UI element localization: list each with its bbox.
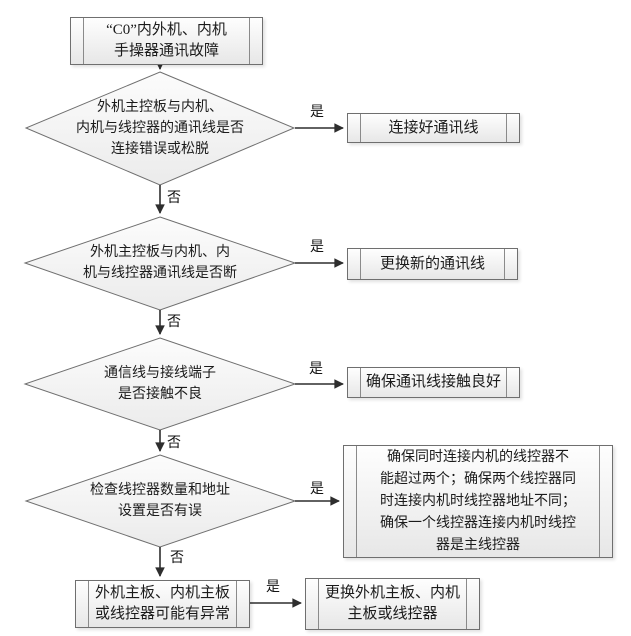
start-node: “C0”内外机、内机 手操器通讯故障: [70, 17, 263, 65]
yes-label-4: 是: [310, 482, 324, 497]
action-fix-address-inner: 确保同时连接内机的线控器不 能超过两个；确保两个线控器同 时连接内机时线控器地址…: [356, 446, 600, 557]
decision-3-text: 通信线与接线端子 是否接触不良: [104, 366, 216, 402]
action-ensure-contact: 确保通讯线接触良好: [347, 367, 520, 398]
decision-2-text: 外机主控板与内机、内 机与线控器通讯线是否断: [83, 245, 237, 281]
action-connect-wire-inner: 连接好通讯线: [360, 114, 507, 142]
action-ensure-contact-text: 确保通讯线接触良好: [365, 374, 501, 390]
action-replace-wire-text: 更换新的通讯线: [379, 255, 485, 272]
node-board-abnormal-inner: 外机主板、内机主板 或线控器可能有异常: [88, 581, 237, 627]
yes-label-2: 是: [310, 240, 324, 255]
yes-label-3: 是: [309, 362, 323, 377]
action-replace-board: 更换外机主板、内机 主板或线控器: [305, 578, 480, 630]
action-ensure-contact-inner: 确保通讯线接触良好: [360, 368, 507, 397]
yes-label-5: 是: [266, 580, 280, 595]
yes-label-1: 是: [310, 105, 324, 120]
start-node-text: “C0”内外机、内机 手操器通讯故障: [106, 22, 227, 59]
action-fix-address: 确保同时连接内机的线控器不 能超过两个；确保两个线控器同 时连接内机时线控器地址…: [343, 445, 613, 558]
action-fix-address-text: 确保同时连接内机的线控器不 能超过两个；确保两个线控器同 时连接内机时线控器地址…: [380, 449, 576, 553]
action-connect-wire-text: 连接好通讯线: [388, 119, 479, 136]
start-node-inner: “C0”内外机、内机 手操器通讯故障: [83, 18, 250, 64]
node-board-abnormal-text: 外机主板、内机主板 或线控器可能有异常: [94, 585, 230, 622]
no-label-1: 否: [167, 191, 181, 206]
action-connect-wire: 连接好通讯线: [347, 113, 520, 143]
action-replace-wire-inner: 更换新的通讯线: [360, 249, 505, 279]
action-replace-board-inner: 更换外机主板、内机 主板或线控器: [318, 579, 467, 629]
no-label-4: 否: [170, 551, 184, 566]
decision-1-text: 外机主控板与内机、 内机与线控器的通讯线是否 连接错误或松脱: [76, 99, 244, 157]
no-label-3: 否: [167, 436, 181, 451]
action-replace-board-text: 更换外机主板、内机 主板或线控器: [324, 585, 460, 622]
decision-4-text: 检查线控器数量和地址 设置是否有误: [90, 483, 230, 519]
no-label-2: 否: [167, 315, 181, 330]
node-board-abnormal: 外机主板、内机主板 或线控器可能有异常: [75, 580, 250, 628]
action-replace-wire: 更换新的通讯线: [347, 248, 518, 280]
